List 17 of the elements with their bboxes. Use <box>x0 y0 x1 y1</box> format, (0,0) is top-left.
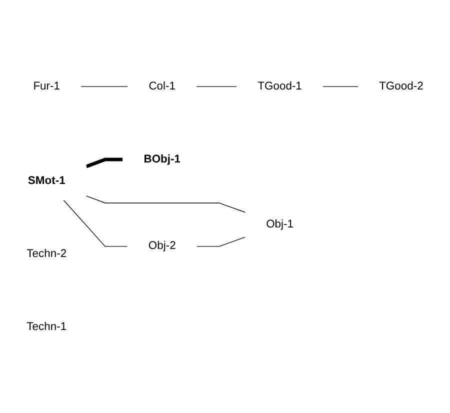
node-text: SMot-1 <box>28 174 66 187</box>
node-text: Obj-2 <box>148 240 176 252</box>
connector <box>86 195 246 212</box>
node-text: Col-1 <box>148 80 176 92</box>
connector <box>196 86 237 87</box>
node-text: Obj-1 <box>266 218 294 230</box>
node-text: BObj-1 <box>144 152 180 165</box>
node-text: Fur-1 <box>33 80 60 92</box>
connector <box>63 199 128 246</box>
node-text: Techn-1 <box>26 320 67 332</box>
connector <box>80 86 128 87</box>
node-text: Techn-2 <box>26 248 67 260</box>
connector <box>196 236 246 246</box>
connector <box>322 86 358 87</box>
node-text: TGood-2 <box>379 80 424 92</box>
node-text: TGood-1 <box>258 80 302 92</box>
connector <box>86 157 123 168</box>
